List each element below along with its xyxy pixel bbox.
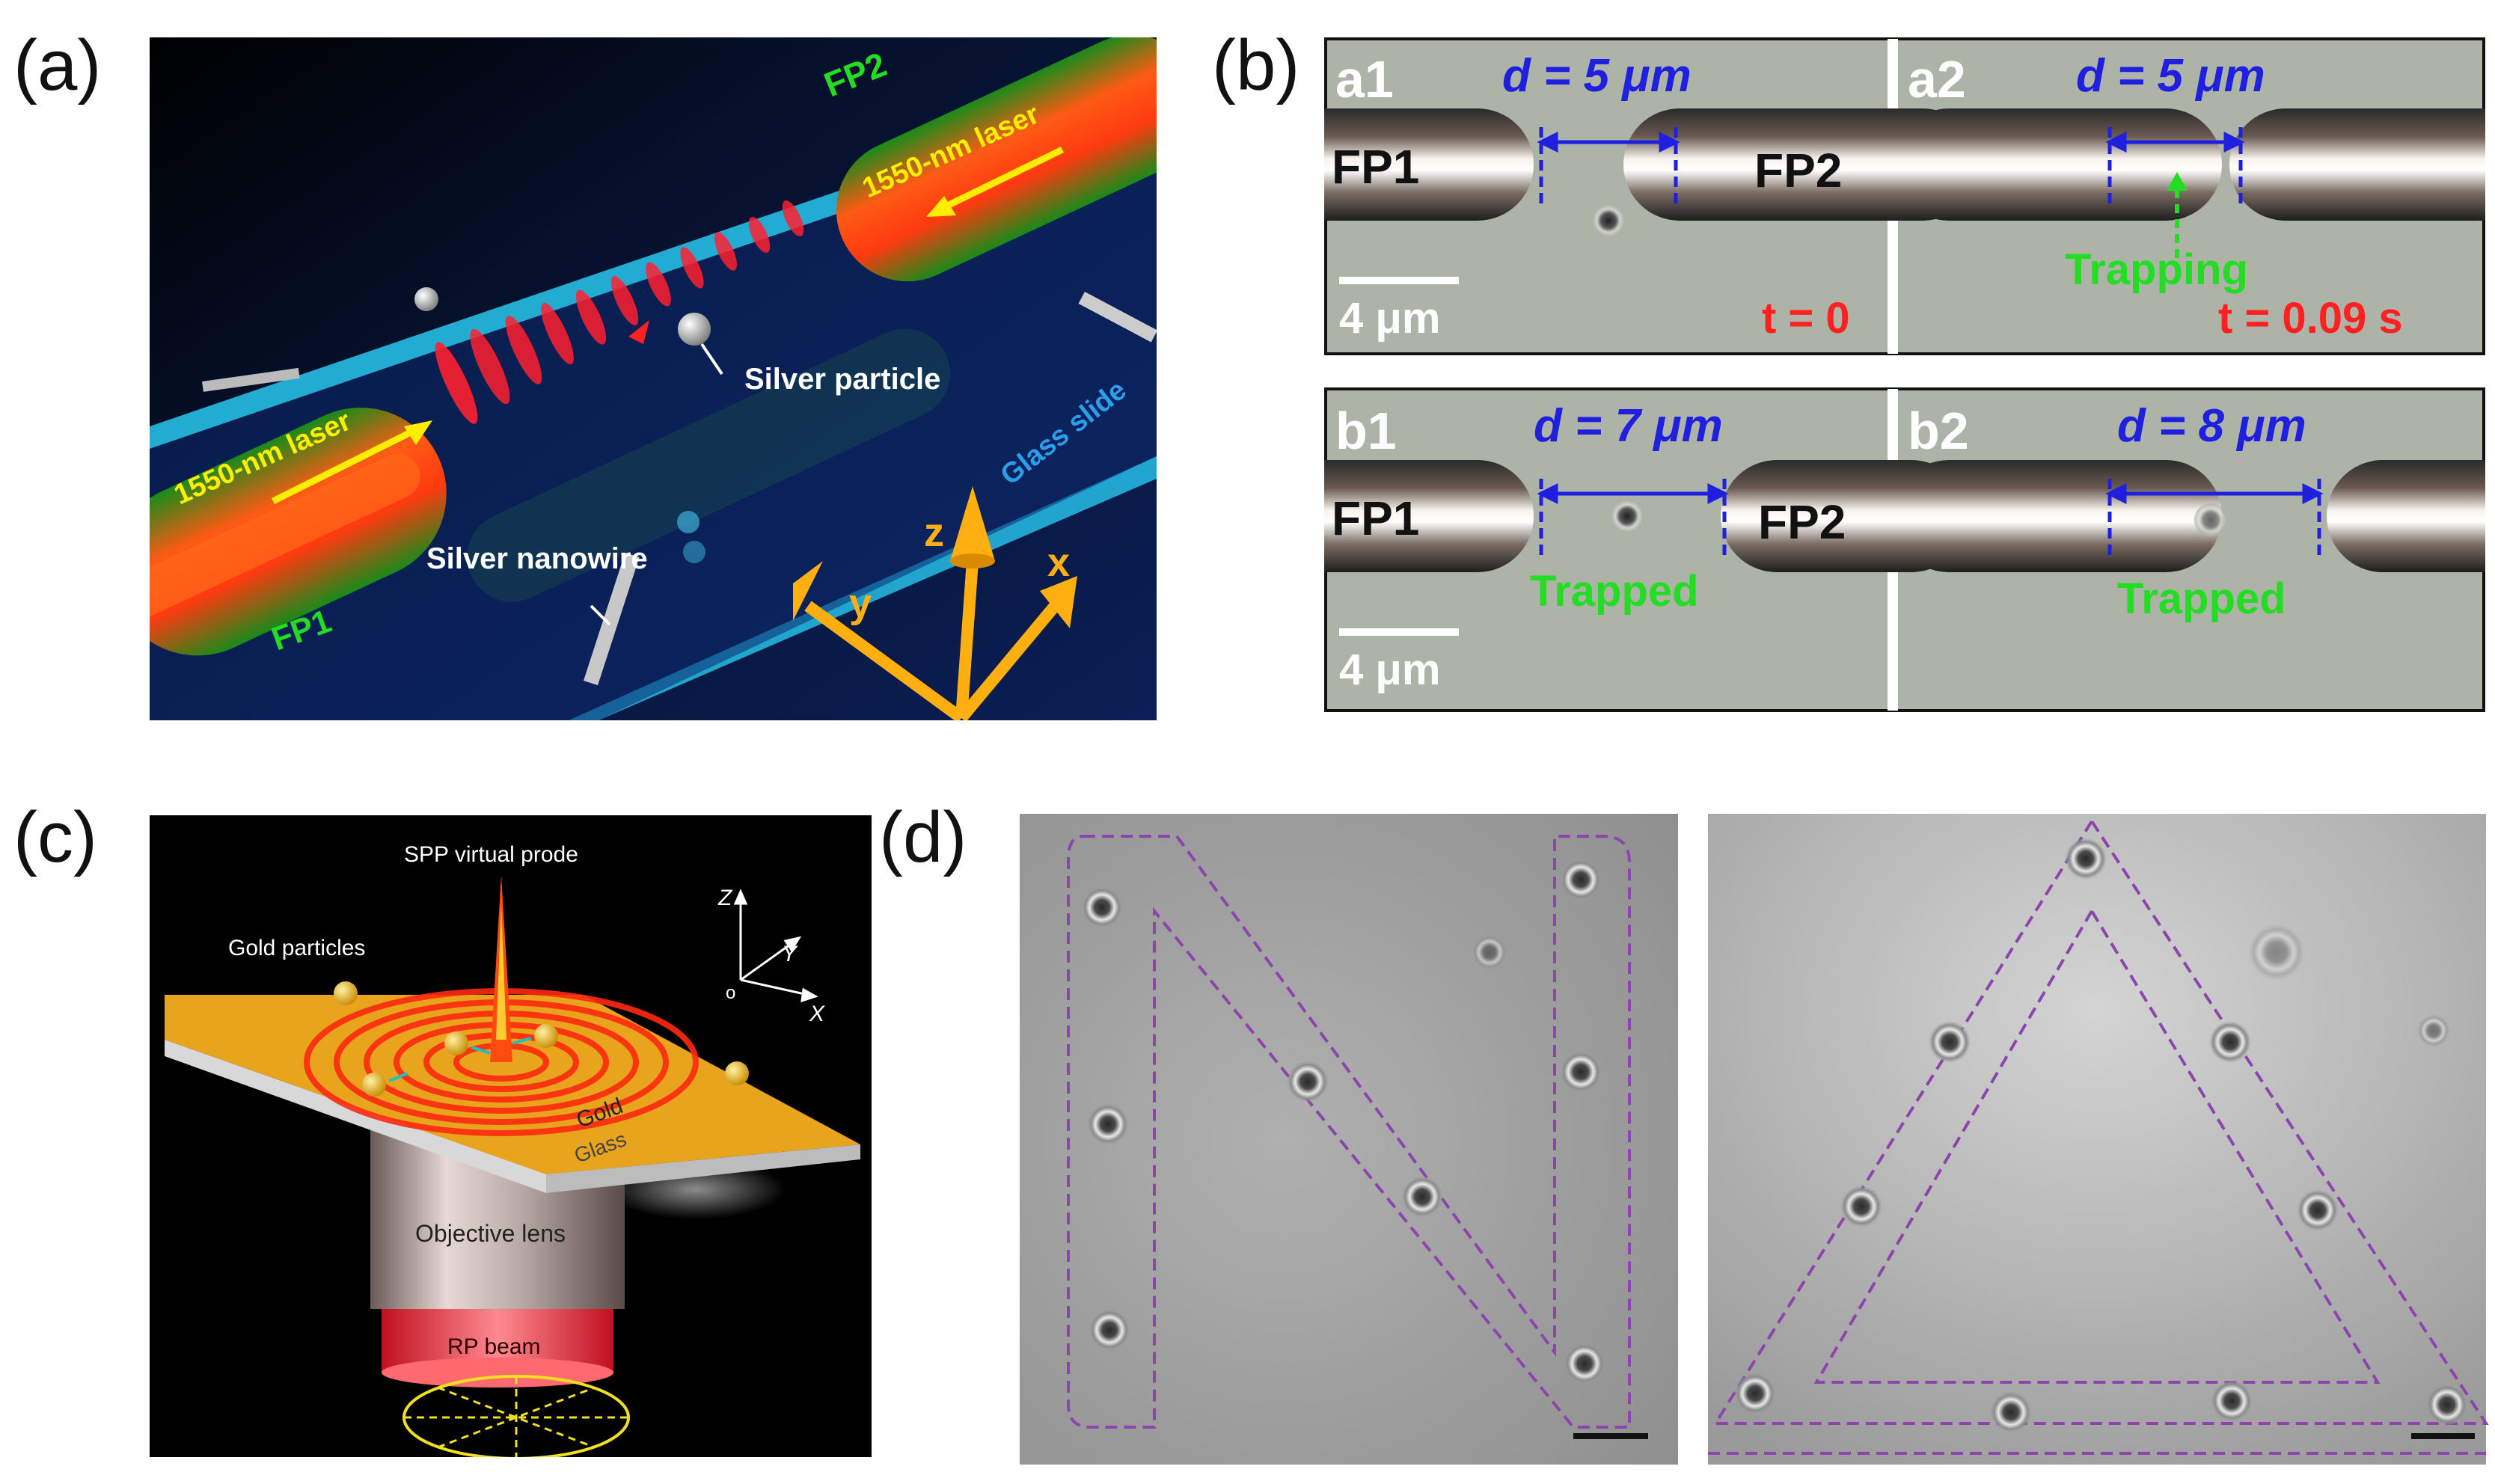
axis-y-label-c: Y xyxy=(782,942,798,966)
panel-label-b: (b) xyxy=(1212,25,1300,105)
gold-particles-label: Gold particles xyxy=(228,936,365,960)
panel-c: SPP virtual prode Gold particles Z Y X o… xyxy=(150,815,872,1457)
axis-x-label-c: X xyxy=(809,1002,825,1026)
origin-label-c: o xyxy=(726,983,735,1003)
axis-y-label: y xyxy=(849,581,872,626)
panel-d-micrographs xyxy=(1020,814,2489,1465)
b-a2-distance: d = 5 μm xyxy=(2076,50,2265,102)
b-b2-distance: d = 8 μm xyxy=(2117,400,2306,452)
axis-x-label: x xyxy=(1047,540,1070,585)
b-a1-distance: d = 5 μm xyxy=(1502,50,1692,102)
panel-label-d: (d) xyxy=(879,797,967,877)
panel-label-c: (c) xyxy=(13,797,97,877)
b-a2-trapping: Trapping xyxy=(2065,245,2248,294)
rp-beam-label: RP beam xyxy=(447,1334,541,1359)
b-a1-fp1: FP1 xyxy=(1332,140,1419,194)
panel-d xyxy=(1020,814,2491,1465)
objective-lens-label: Objective lens xyxy=(415,1220,566,1247)
b-a1-fp2: FP2 xyxy=(1754,144,1842,197)
axis-z-label: z xyxy=(924,510,944,555)
b-a2-time: t = 0.09 s xyxy=(2218,294,2403,343)
b-b1-trapped: Trapped xyxy=(1530,567,1699,616)
panel-b: a1 d = 5 μm FP1 FP2 4 μm t = 0 a2 d = 5 … xyxy=(1324,37,2485,715)
axis-z-label-c: Z xyxy=(717,886,733,910)
b-b2-tag: b2 xyxy=(1908,402,1969,460)
b-a2-tag: a2 xyxy=(1908,50,1966,108)
spp-label: SPP virtual prode xyxy=(404,842,578,867)
panel-a: FP2 1550-nm laser 1550-nm laser Silver p… xyxy=(150,37,1157,720)
b-a1-scale: 4 μm xyxy=(1339,294,1440,343)
b-b1-fp1: FP1 xyxy=(1332,491,1419,545)
b-b1-distance: d = 7 μm xyxy=(1534,400,1723,452)
b-b1-fp2: FP2 xyxy=(1758,495,1846,549)
silver-nanowire-label: Silver nanowire xyxy=(426,542,648,575)
b-b1-tag: b1 xyxy=(1335,402,1397,460)
silver-particle-label: Silver particle xyxy=(744,363,940,396)
b-a1-tag: a1 xyxy=(1335,50,1394,108)
b-b1-scale: 4 μm xyxy=(1339,646,1440,694)
panel-label-a: (a) xyxy=(13,25,102,105)
panel-a-illustration: FP2 1550-nm laser 1550-nm laser Silver p… xyxy=(150,37,1157,720)
b-b2-trapped: Trapped xyxy=(2117,574,2286,623)
b-a1-time: t = 0 xyxy=(1762,294,1850,343)
panel-c-illustration: SPP virtual prode Gold particles Z Y X o… xyxy=(150,815,872,1457)
panel-b-micrographs: a1 d = 5 μm FP1 FP2 4 μm t = 0 a2 d = 5 … xyxy=(1324,37,2485,712)
